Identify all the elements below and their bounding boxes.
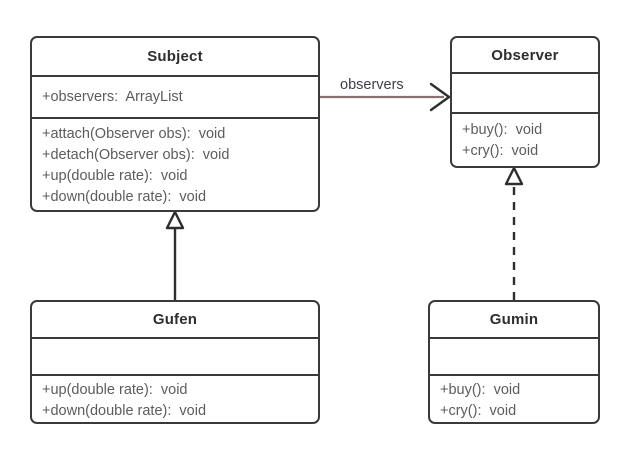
class-attributes-observer: [452, 74, 598, 112]
class-operations-gufen: +up(double rate): void +down(double rate…: [32, 376, 318, 422]
class-operation: +cry(): void: [462, 143, 539, 159]
association-label-observers: observers: [340, 77, 404, 93]
class-divider: [430, 374, 598, 376]
class-operations-subject: +attach(Observer obs): void +detach(Obse…: [32, 119, 318, 210]
generalization-hollow-triangle: [165, 210, 185, 230]
class-attributes-gufen: [32, 339, 318, 374]
association-open-arrowhead: [429, 82, 451, 112]
class-operation: +up(double rate): void: [42, 382, 188, 398]
class-operation: +up(double rate): void: [42, 167, 188, 184]
class-divider: [452, 72, 598, 74]
class-divider: [32, 374, 318, 376]
class-title-gumin: Gumin: [489, 311, 539, 328]
class-title-observer: Observer: [491, 46, 559, 64]
class-divider: [32, 117, 318, 119]
class-operation: +down(double rate): void: [42, 403, 207, 419]
class-operation: +cry(): void: [440, 403, 517, 419]
class-attributes-gumin: [430, 339, 598, 374]
class-box-gumin[interactable]: Gumin +buy(): void +cry(): void: [428, 300, 600, 424]
class-operation: +down(double rate): void: [42, 188, 207, 205]
association-subject-observer[interactable]: [320, 82, 451, 112]
class-divider: [452, 112, 598, 114]
realization-hollow-triangle: [504, 166, 524, 186]
realization-gumin-observer[interactable]: [504, 166, 524, 300]
class-operation: +attach(Observer obs): void: [42, 125, 226, 142]
class-operation: +buy(): void: [440, 382, 521, 398]
class-title-gufen: Gufen: [152, 311, 198, 328]
generalization-gufen-subject[interactable]: [165, 210, 185, 300]
class-attributes-subject: +observers: ArrayList: [32, 77, 318, 117]
class-box-subject[interactable]: Subject +observers: ArrayList +attach(Ob…: [30, 36, 320, 212]
class-divider: [32, 337, 318, 339]
class-operations-observer: +buy(): void +cry(): void: [452, 114, 598, 166]
class-operation: +detach(Observer obs): void: [42, 146, 230, 163]
class-operation: +buy(): void: [462, 122, 543, 138]
class-attribute: +observers: ArrayList: [42, 88, 183, 105]
class-box-observer[interactable]: Observer +buy(): void +cry(): void: [450, 36, 600, 168]
class-box-gufen[interactable]: Gufen +up(double rate): void +down(doubl…: [30, 300, 320, 424]
class-divider: [430, 337, 598, 339]
class-divider: [32, 75, 318, 77]
class-operations-gumin: +buy(): void +cry(): void: [430, 376, 598, 422]
class-title-subject: Subject: [147, 48, 203, 65]
